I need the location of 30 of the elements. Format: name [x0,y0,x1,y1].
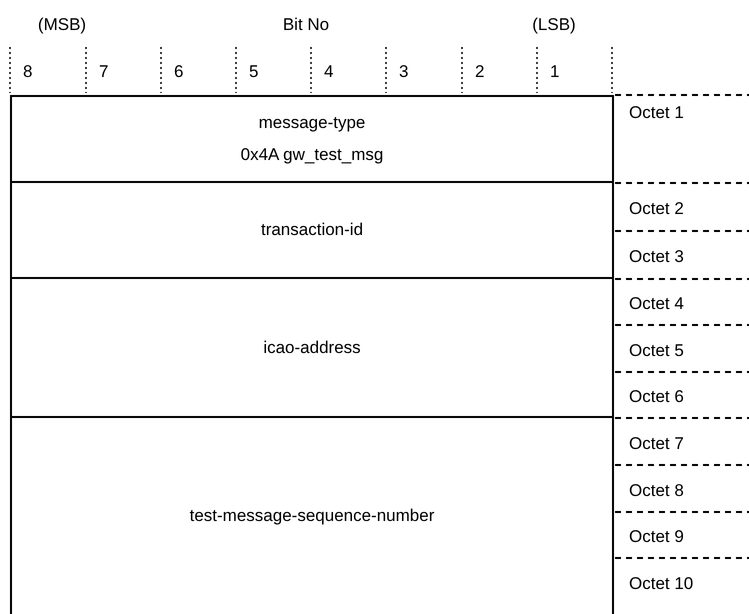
octet-label: Octet 8 [629,480,684,500]
octet-label: Octet 10 [629,574,694,594]
bit-number: 6 [174,62,184,82]
bit-number: 8 [23,62,32,82]
field-box [10,277,614,418]
octet-label: Octet 6 [629,387,684,407]
header-label: Bit No [282,15,330,35]
octet-label: Octet 5 [629,340,684,360]
bit-number: 5 [249,62,258,82]
bit-number: 3 [399,62,408,82]
field-name: 0x4A gw_test_msg [240,144,384,166]
field-name: icao-address [263,336,361,358]
field-box [10,95,614,183]
field-box [10,181,614,279]
bit-number: 4 [324,62,334,82]
octet-label: Octet 1 [629,103,684,123]
octet-label: Octet 7 [629,434,684,454]
bit-number: 2 [475,62,484,82]
field-box [10,416,614,614]
octet-label: Octet 9 [629,527,684,547]
field-name: test-message-sequence-number [190,505,434,527]
bit-number: 1 [550,62,560,82]
bit-number: 7 [99,62,108,82]
field-name: message-type [258,112,366,134]
bit-order-label: (MSB) [38,15,86,35]
octet-label: Octet 2 [629,199,684,219]
octet-label: Octet 4 [629,294,684,314]
field-name: transaction-id [260,219,364,241]
bit-order-label: (LSB) [532,15,576,35]
octet-label: Octet 3 [629,247,684,267]
